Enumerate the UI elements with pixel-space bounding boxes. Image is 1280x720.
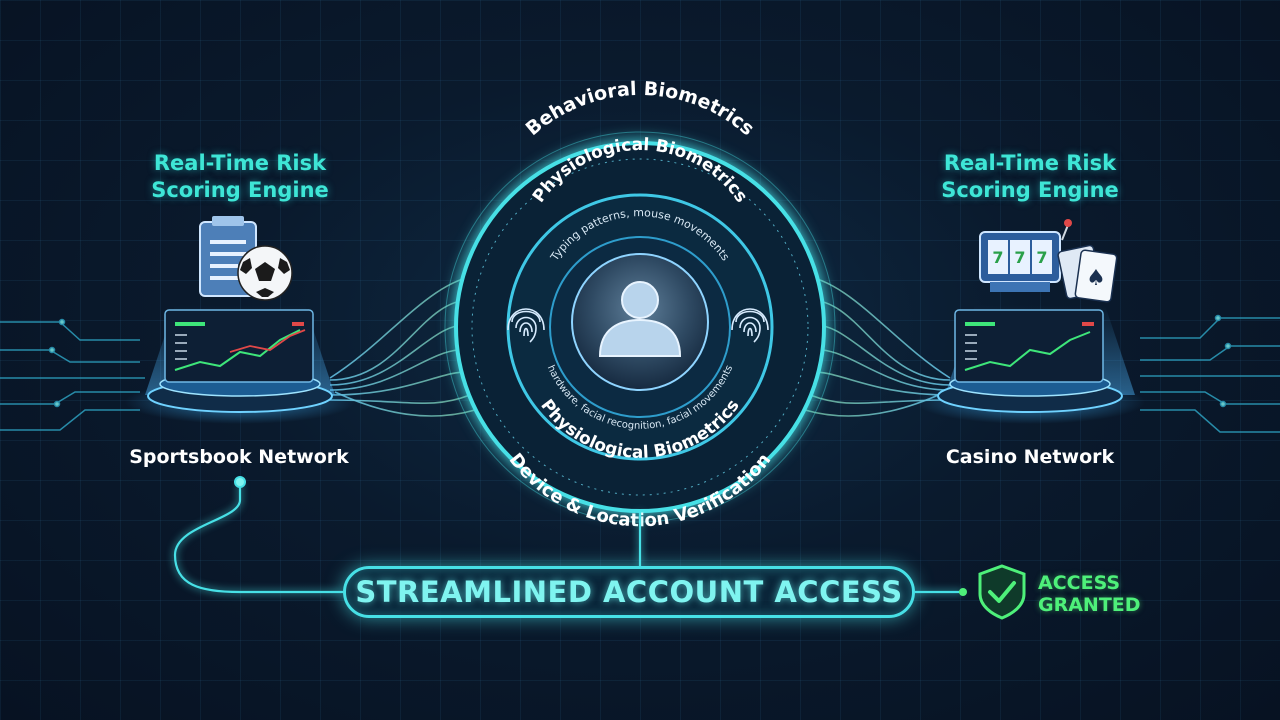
right-circuit-lines: [1140, 314, 1280, 433]
connector-node: [234, 476, 246, 488]
shield-check-icon: [978, 564, 1026, 620]
left-engine-title-line1: Real-Time Risk: [153, 151, 327, 175]
right-platform: 7 7 7 ♠: [915, 219, 1145, 424]
connector-lines: [173, 482, 963, 594]
soccer-ball-icon: [237, 245, 293, 301]
streamlined-access-box: STREAMLINED ACCOUNT ACCESS: [343, 566, 915, 618]
fingerprint-icon: [507, 308, 545, 343]
left-engine-title-line2: Scoring Engine: [151, 178, 329, 202]
svg-text:7: 7: [1014, 248, 1025, 267]
left-circuit-lines: [0, 318, 145, 431]
slot-machine-icon: 7 7 7: [979, 219, 1072, 292]
left-dashboard-screen: [164, 309, 314, 383]
connector-node: [959, 588, 967, 596]
right-engine-title-line1: Real-Time Risk: [943, 151, 1117, 175]
access-granted-status: ACCESS GRANTED: [1038, 572, 1168, 616]
right-engine-title: Real-Time Risk Scoring Engine: [900, 150, 1160, 204]
access-granted-line1: ACCESS: [1038, 572, 1121, 594]
right-dashboard-screen: [954, 309, 1104, 383]
ring-outer-label: Behavioral Biometrics: [522, 78, 759, 140]
playing-cards-icon: ♠: [1057, 244, 1118, 303]
svg-text:♠: ♠: [1086, 266, 1106, 291]
svg-text:7: 7: [1036, 248, 1047, 267]
sportsbook-network-label: Sportsbook Network: [129, 446, 349, 468]
right-engine-title-line2: Scoring Engine: [941, 178, 1119, 202]
left-engine-title: Real-Time Risk Scoring Engine: [110, 150, 370, 204]
fingerprint-icon: [731, 308, 769, 343]
streamlined-access-label: STREAMLINED ACCOUNT ACCESS: [355, 575, 903, 609]
casino-network-label: Casino Network: [945, 446, 1115, 468]
access-granted-line2: GRANTED: [1038, 594, 1141, 616]
svg-text:7: 7: [992, 248, 1003, 267]
left-platform: [125, 216, 355, 424]
user-avatar-icon: [598, 281, 682, 357]
